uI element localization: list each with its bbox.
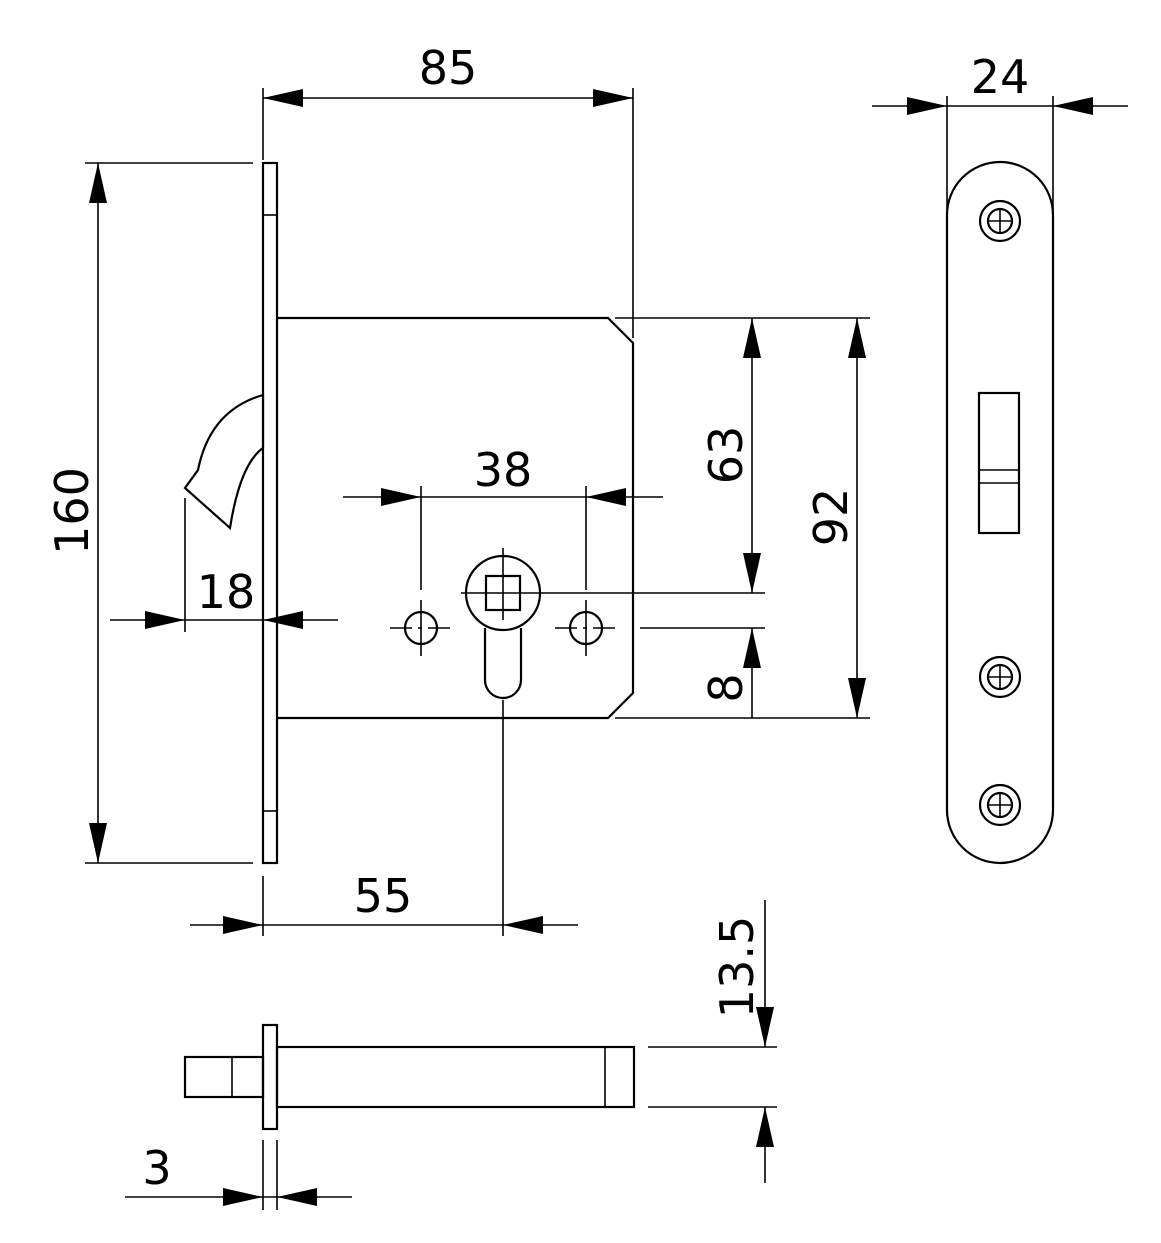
dim-18-label: 18 xyxy=(197,565,256,619)
faceplate-view xyxy=(945,160,1055,865)
front-view xyxy=(183,161,635,865)
cylinder-slot xyxy=(483,628,523,700)
dimension-160: 160 xyxy=(45,162,253,864)
side-faceplate xyxy=(261,1023,279,1131)
faceplate-outline xyxy=(945,160,1055,865)
side-view xyxy=(183,1023,636,1131)
dimension-85: 85 xyxy=(262,41,634,338)
screw-icon xyxy=(978,783,1022,827)
screw-icon xyxy=(978,199,1022,243)
side-case xyxy=(275,1045,636,1109)
faceplate xyxy=(261,161,279,865)
dim-13-5-label: 13.5 xyxy=(710,916,764,1018)
dim-3-label: 3 xyxy=(142,1141,171,1195)
dim-55-label: 55 xyxy=(354,869,413,923)
dim-24-label: 24 xyxy=(971,50,1030,104)
dimension-13-5: 13.5 xyxy=(648,900,777,1183)
dimension-3: 3 xyxy=(125,1140,352,1210)
lock-case xyxy=(277,316,635,720)
side-latch xyxy=(183,1055,265,1099)
dimension-24: 24 xyxy=(872,50,1128,210)
latch-opening xyxy=(977,391,1021,535)
hook-bolt xyxy=(183,393,265,531)
dim-38-label: 38 xyxy=(474,443,533,497)
dimension-55: 55 xyxy=(190,700,578,936)
dimension-92: 92 xyxy=(804,318,866,718)
dim-85-label: 85 xyxy=(419,41,478,95)
dim-8-label: 8 xyxy=(699,673,753,702)
dim-63-label: 63 xyxy=(699,426,753,485)
dim-160-label: 160 xyxy=(45,467,99,555)
screw-icon xyxy=(978,655,1022,699)
dimension-38: 38 xyxy=(343,443,663,590)
dimension-63-8: 63 8 xyxy=(545,317,870,719)
dim-92-label: 92 xyxy=(804,488,858,547)
dimension-18: 18 xyxy=(110,498,338,632)
